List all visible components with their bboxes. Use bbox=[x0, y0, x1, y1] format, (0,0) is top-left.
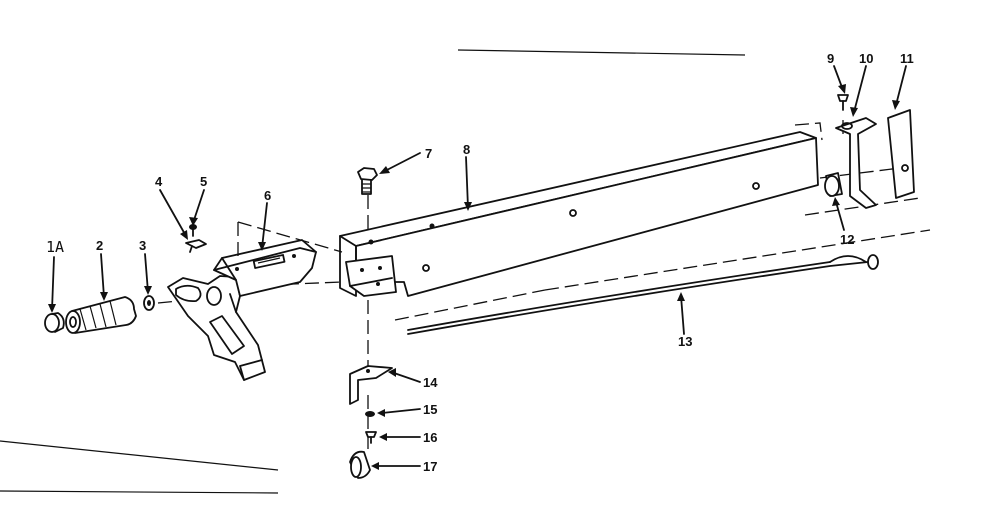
callout-5: 5 bbox=[200, 174, 207, 189]
callout-1a: 1A bbox=[46, 238, 64, 256]
part-bracket-casting bbox=[167, 275, 266, 381]
callout-6: 6 bbox=[264, 188, 271, 203]
callout-9: 9 bbox=[827, 51, 834, 66]
callout-7: 7 bbox=[425, 146, 432, 161]
callout-16: 16 bbox=[423, 430, 437, 445]
leader-lines bbox=[48, 65, 907, 470]
callout-12: 12 bbox=[840, 232, 854, 247]
callout-13: 13 bbox=[678, 334, 692, 349]
part-rail bbox=[339, 131, 819, 297]
part-screw-top bbox=[837, 94, 849, 111]
part-end-plate bbox=[887, 109, 915, 199]
callout-10: 10 bbox=[859, 51, 873, 66]
part-hex-bolt bbox=[357, 167, 378, 195]
part-end-bracket bbox=[835, 117, 877, 209]
callout-14: 14 bbox=[423, 375, 438, 390]
part-knob bbox=[349, 450, 371, 479]
part-handle-grip bbox=[65, 296, 137, 334]
part-screw-bottom bbox=[365, 431, 377, 444]
part-rod bbox=[407, 254, 879, 335]
callout-3: 3 bbox=[139, 238, 146, 253]
scan-artifact-lines bbox=[0, 49, 746, 494]
part-washer bbox=[143, 295, 155, 311]
callout-11: 11 bbox=[900, 51, 914, 66]
callout-2: 2 bbox=[96, 238, 103, 253]
part-lock-washer bbox=[365, 411, 375, 417]
part-spring-clip bbox=[185, 239, 207, 253]
callout-labels: 1A 2 3 4 5 6 7 8 9 10 11 12 13 14 15 16 … bbox=[46, 51, 914, 474]
part-l-bracket bbox=[349, 365, 393, 405]
callout-17: 17 bbox=[423, 459, 437, 474]
part-end-cap bbox=[44, 312, 65, 333]
part-small-screw bbox=[189, 224, 197, 237]
part-spacer-bushing bbox=[824, 172, 843, 197]
callout-8: 8 bbox=[463, 142, 470, 157]
callout-4: 4 bbox=[155, 174, 163, 189]
callout-15: 15 bbox=[423, 402, 437, 417]
